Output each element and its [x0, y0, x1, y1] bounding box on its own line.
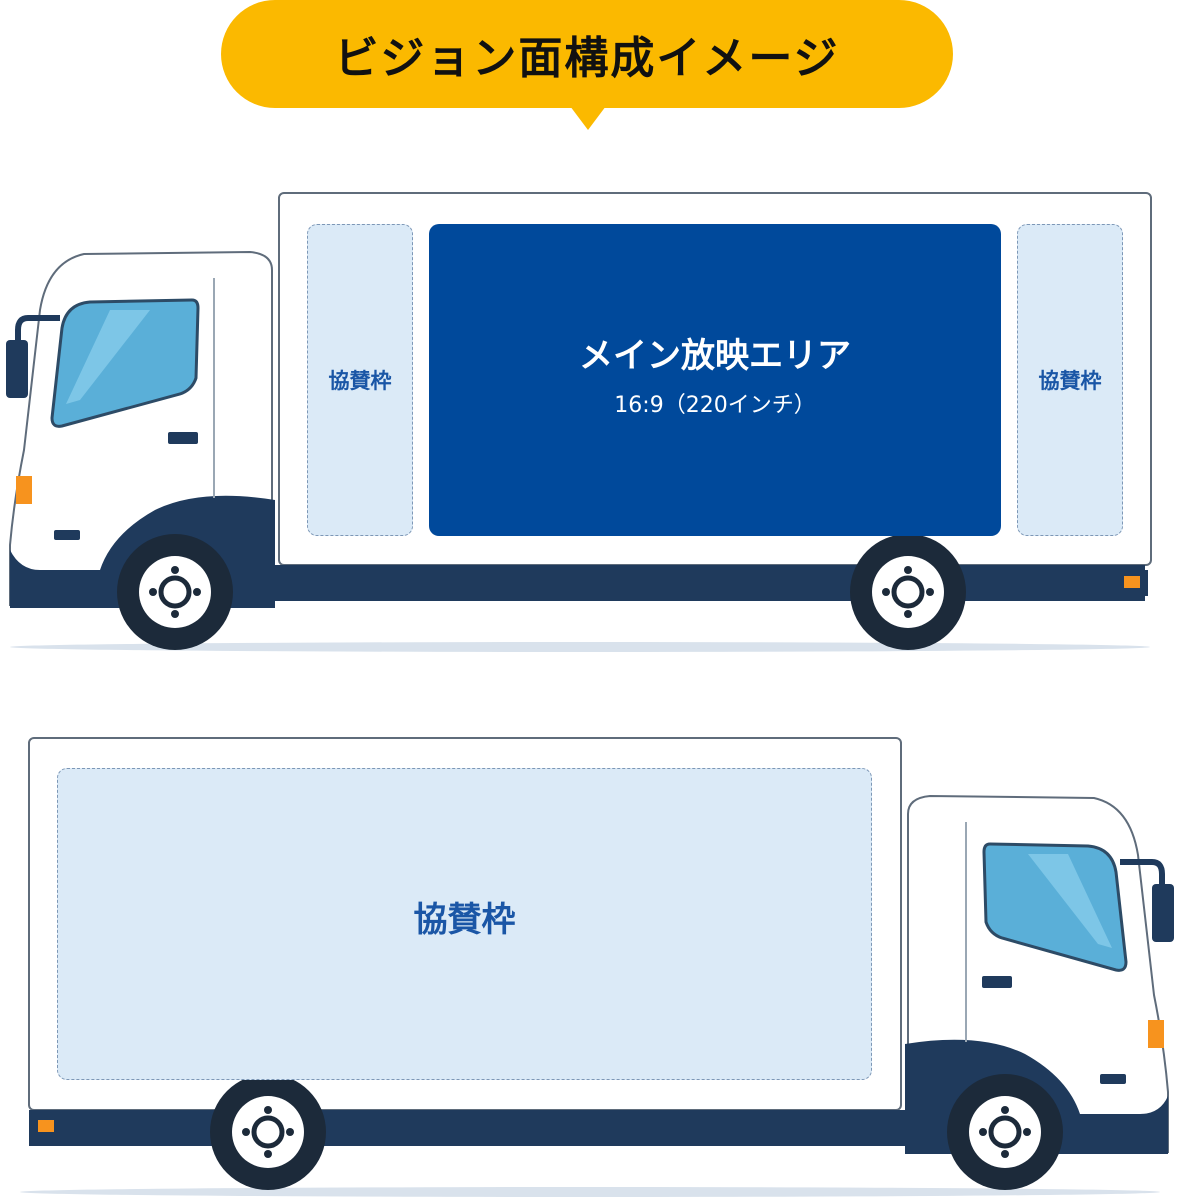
rear-wheel — [850, 534, 966, 650]
sponsor-frame-right: 協賛枠 — [1017, 224, 1123, 536]
rear-lamp — [1124, 576, 1140, 588]
rear-wheel — [210, 1074, 326, 1190]
ground-shadow — [20, 1187, 1160, 1197]
chassis-frame — [240, 565, 1145, 601]
front-wheel — [947, 1074, 1063, 1190]
side-mirror — [6, 340, 28, 398]
sponsor-frame-label: 協賛枠 — [413, 899, 516, 940]
sponsor-frame-label: 協賛枠 — [1038, 369, 1102, 393]
page-title: ビジョン面構成イメージ — [334, 33, 840, 84]
main-screen-area: メイン放映エリア 16:9（220インチ） — [429, 224, 1001, 536]
door-handle — [982, 976, 1012, 988]
main-screen-title: メイン放映エリア — [579, 335, 851, 376]
window-reflection — [66, 310, 150, 404]
cab-window — [982, 842, 1128, 972]
side-marker-lamp — [1148, 1020, 1164, 1048]
title-balloon: ビジョン面構成イメージ — [221, 0, 953, 108]
front-wheel — [117, 534, 233, 650]
mirror-arm — [1120, 859, 1165, 886]
chassis-frame — [29, 1110, 939, 1146]
cab-vent — [54, 530, 80, 540]
window-reflection — [1028, 854, 1112, 948]
cab-vent — [1100, 1074, 1126, 1084]
side-marker-lamp — [16, 476, 32, 504]
sponsor-frame-full: 協賛枠 — [57, 768, 872, 1080]
cab-window — [50, 298, 200, 428]
sponsor-frame-label: 協賛枠 — [328, 369, 392, 393]
ground-shadow — [10, 642, 1150, 652]
rear-lamp — [38, 1120, 54, 1132]
side-mirror — [1152, 884, 1174, 942]
sponsor-frame-left: 協賛枠 — [307, 224, 413, 536]
door-handle — [168, 432, 198, 444]
title-balloon-tail — [570, 106, 606, 130]
mirror-arm — [15, 315, 60, 342]
main-screen-spec: 16:9（220インチ） — [614, 392, 816, 418]
